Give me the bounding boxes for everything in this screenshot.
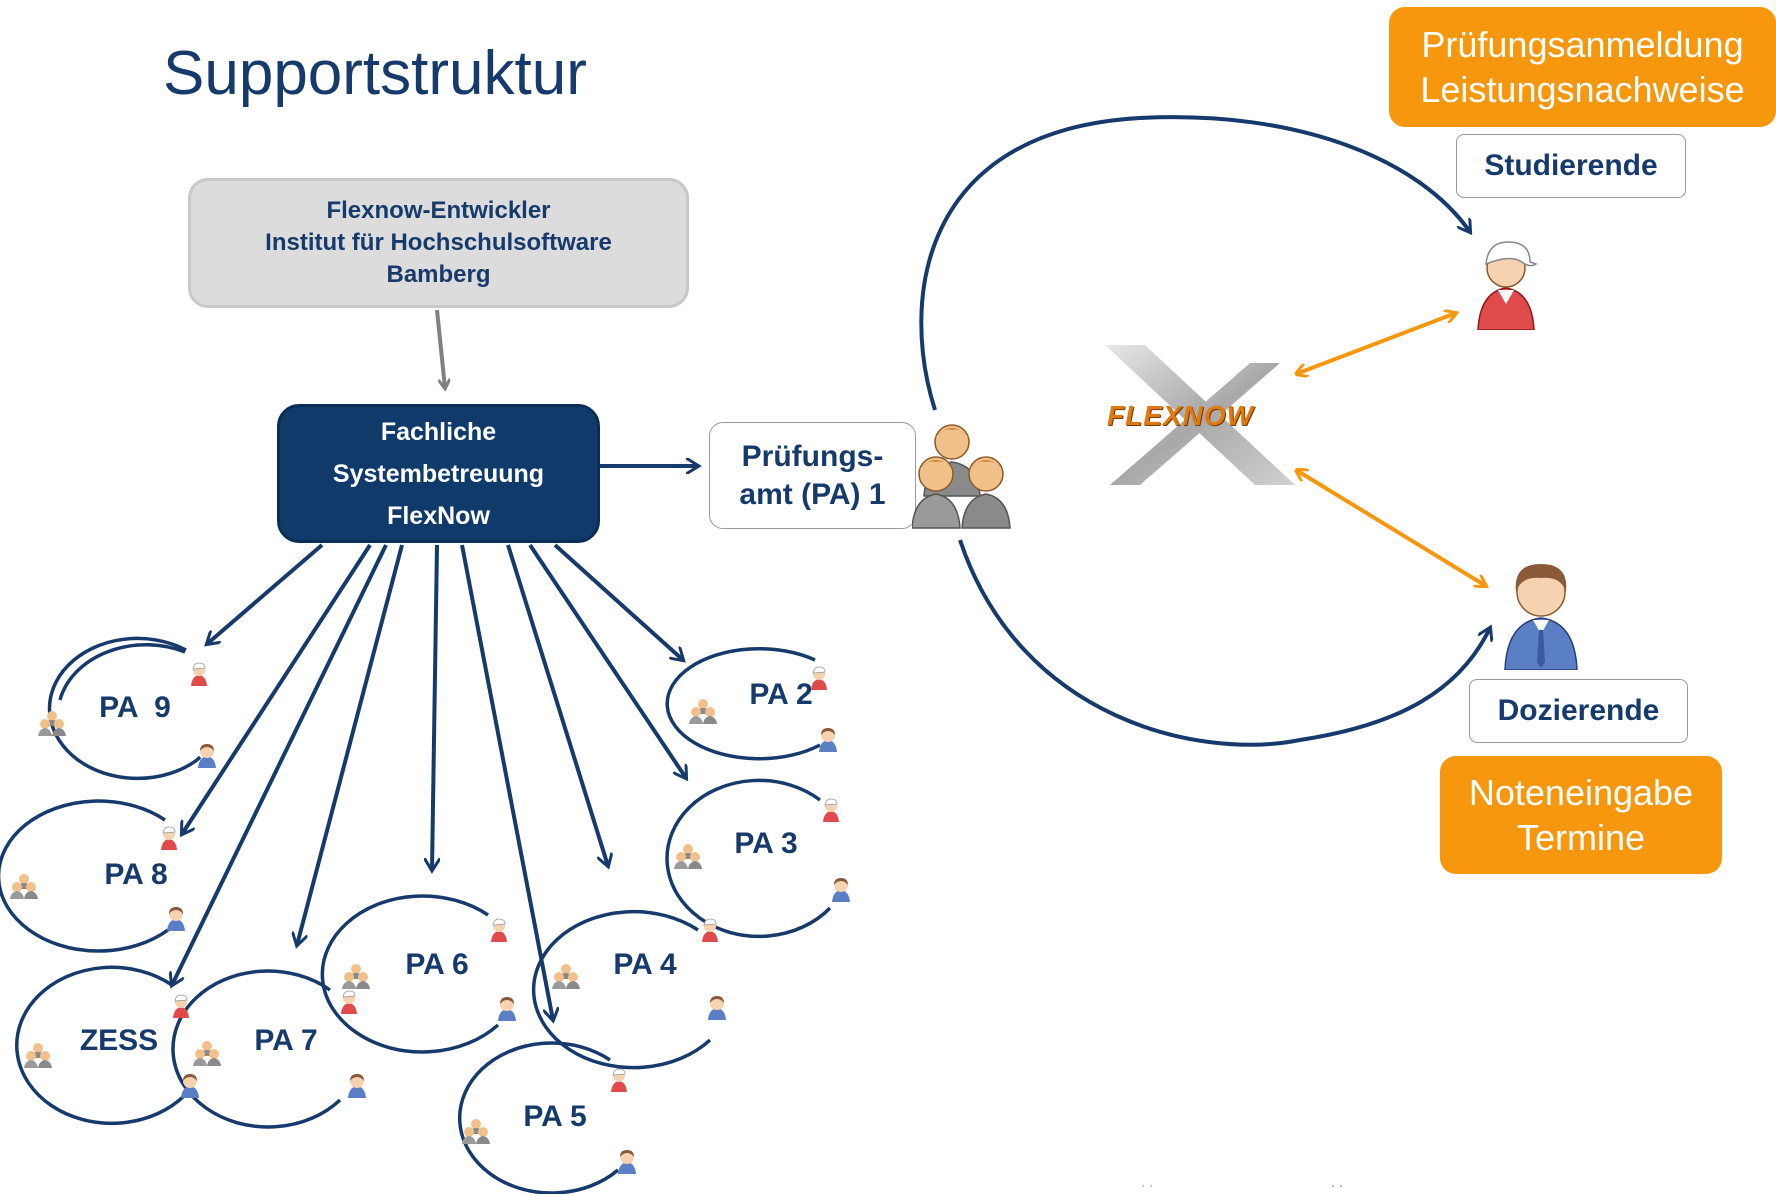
pa-node-label: PA 2 bbox=[749, 678, 813, 711]
group-icon bbox=[912, 424, 1011, 529]
arrow-flexnow-student bbox=[1296, 313, 1456, 374]
pa-node-label: PA 5 bbox=[523, 1100, 587, 1133]
group-icon bbox=[462, 1118, 490, 1149]
student-icon bbox=[610, 1068, 628, 1097]
student-icon bbox=[490, 918, 508, 947]
system-line3: FlexNow bbox=[387, 501, 490, 530]
student-icon bbox=[160, 826, 178, 855]
lecturer-icon bbox=[180, 1072, 200, 1103]
student-tasks-box: Prüfungsanmeldung Leistungsnachweise bbox=[1389, 7, 1776, 127]
flexnow-logo: FLEXNOW bbox=[1100, 345, 1300, 485]
pa-node-label: PA 8 bbox=[104, 858, 168, 891]
lecturer-icon bbox=[347, 1072, 367, 1103]
developer-line2: Institut für Hochschulsoftware bbox=[265, 229, 612, 256]
arrow-flexnow-lecturer bbox=[1296, 470, 1486, 586]
lecturer-icon bbox=[166, 905, 186, 936]
pa1-line2: amt (PA) 1 bbox=[739, 477, 886, 511]
main-cycle-upper bbox=[919, 115, 1470, 411]
flexnow-x-graphic bbox=[1105, 345, 1295, 485]
developer-line1: Flexnow-Entwickler bbox=[326, 197, 551, 224]
lecturer-icon bbox=[818, 726, 838, 757]
lecturer-task-1: Noteneingabe bbox=[1468, 772, 1694, 813]
pa-node-label: PA 4 bbox=[613, 948, 677, 981]
developer-line3: Bamberg bbox=[386, 261, 491, 288]
lecturer-icon bbox=[707, 994, 727, 1025]
student-label-box: Studierende bbox=[1456, 134, 1686, 198]
student-icon bbox=[1477, 241, 1538, 330]
decorative-dots: ·· bbox=[1330, 1175, 1346, 1195]
group-icon bbox=[342, 963, 370, 994]
lecturer-icon bbox=[197, 742, 217, 773]
group-icon bbox=[689, 698, 717, 729]
student-task-1: Prüfungsanmeldung bbox=[1421, 24, 1744, 65]
pa-node-label: PA 3 bbox=[734, 827, 798, 860]
group-icon bbox=[674, 843, 702, 874]
pa1-box: Prüfungs- amt (PA) 1 bbox=[709, 422, 916, 529]
group-icon bbox=[38, 710, 66, 741]
pa1-line1: Prüfungs- bbox=[741, 439, 884, 473]
lecturer-tasks-box: Noteneingabe Termine bbox=[1440, 756, 1722, 874]
lecturer-task-2: Termine bbox=[1516, 817, 1646, 858]
student-icon bbox=[190, 662, 208, 691]
group-icon bbox=[24, 1042, 52, 1073]
decorative-dots: ·· bbox=[1140, 1175, 1156, 1195]
student-icon bbox=[701, 918, 719, 947]
lecturer-icon bbox=[1504, 564, 1578, 670]
arrows-to-pa-nodes bbox=[172, 543, 686, 1020]
student-icon bbox=[822, 798, 840, 827]
main-cycle-lower bbox=[958, 539, 1490, 747]
student-icon bbox=[172, 994, 190, 1023]
student-task-2: Leistungsnachweise bbox=[1420, 69, 1745, 110]
student-icon bbox=[340, 990, 358, 1019]
page-title: Supportstruktur bbox=[163, 39, 587, 108]
lecturer-icon bbox=[831, 876, 851, 907]
student-icon bbox=[810, 666, 828, 695]
system-line1: Fachliche bbox=[380, 417, 497, 446]
pa-node-label: PA 6 bbox=[405, 948, 469, 981]
pa-node-label: PA 9 bbox=[99, 691, 171, 724]
lecturer-icon bbox=[617, 1148, 637, 1179]
system-line2: Systembetreuung bbox=[332, 459, 545, 488]
system-support-box: Fachliche Systembetreuung FlexNow bbox=[277, 404, 600, 543]
developer-box: Flexnow-Entwickler Institut für Hochschu… bbox=[188, 178, 689, 308]
lecturer-icon bbox=[497, 995, 517, 1026]
pa-node-label: ZESS bbox=[79, 1024, 159, 1057]
lecturer-label-box: Dozierende bbox=[1469, 679, 1688, 743]
pa-node-cycles bbox=[0, 636, 832, 1194]
group-icon bbox=[552, 963, 580, 994]
arrow-dev-to-system bbox=[435, 309, 445, 388]
pa-node-label: PA 7 bbox=[254, 1024, 318, 1057]
flexnow-logo-text: FLEXNOW bbox=[1107, 400, 1254, 431]
group-icon bbox=[10, 873, 38, 904]
group-icon bbox=[193, 1040, 221, 1071]
